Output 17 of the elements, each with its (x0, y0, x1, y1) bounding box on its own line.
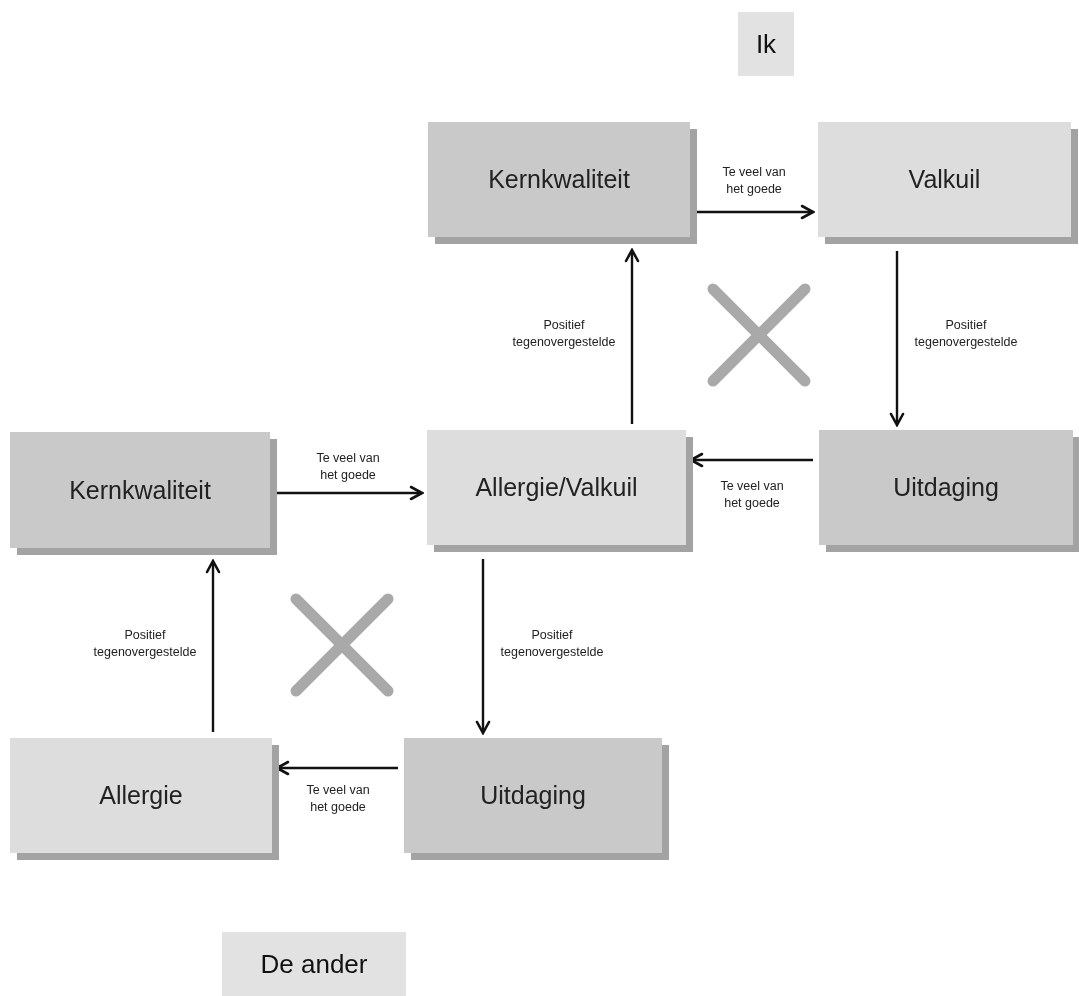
box-label: De ander (260, 948, 368, 980)
perspective-label-box (222, 932, 406, 996)
box-label: Uitdaging (480, 781, 586, 810)
box-label: Allergie/Valkuil (475, 473, 638, 502)
box-label: Kernkwaliteit (69, 475, 211, 505)
arrow (696, 204, 815, 220)
box-label: Allergie (99, 781, 183, 810)
arrow (276, 485, 424, 501)
arrow (624, 248, 640, 424)
perspective-label-box (738, 12, 794, 76)
box-label: Ik (755, 28, 777, 60)
arrow (475, 559, 491, 735)
box-label: Kernkwaliteit (488, 165, 630, 194)
arrow (889, 251, 905, 427)
box-label: Uitdaging (893, 473, 999, 502)
box-label: Valkuil (908, 165, 981, 194)
arrow (205, 559, 221, 732)
